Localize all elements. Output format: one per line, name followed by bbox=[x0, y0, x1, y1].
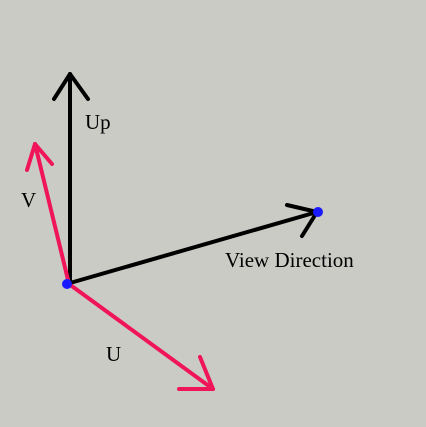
view-direction-shaft bbox=[68, 210, 319, 285]
v-vector-arrowhead bbox=[25, 142, 54, 172]
view-direction-label: View Direction bbox=[225, 248, 354, 272]
u-vector-shaft bbox=[67, 282, 215, 391]
u-vector-arrowhead bbox=[177, 355, 215, 391]
v-label: V bbox=[21, 188, 36, 212]
up-vector bbox=[52, 72, 90, 285]
u-label: U bbox=[106, 342, 121, 366]
u-vector bbox=[67, 282, 215, 391]
up-label: Up bbox=[85, 110, 111, 134]
up-vector-arrowhead bbox=[52, 72, 90, 101]
v-vector-shaft bbox=[33, 142, 71, 286]
v-vector bbox=[25, 142, 71, 286]
origin-point bbox=[62, 279, 72, 289]
view-target-point bbox=[313, 207, 323, 217]
